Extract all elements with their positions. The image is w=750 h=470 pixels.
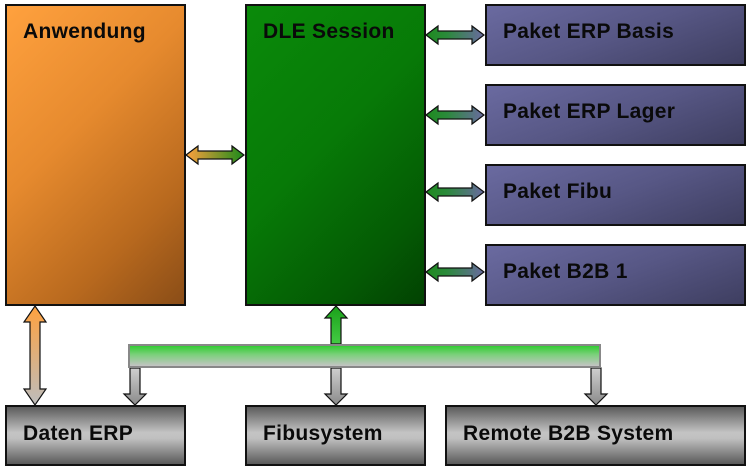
anwendung-label: Anwendung <box>23 20 146 43</box>
system-label: Remote B2B System <box>463 422 674 445</box>
fibusystem-box: Fibusystem <box>245 405 426 466</box>
daten-erp-box: Daten ERP <box>5 405 186 466</box>
arrow-dle-paket <box>425 104 485 126</box>
arrow-dle-paket <box>425 24 485 46</box>
paket-erp-lager-box: Paket ERP Lager <box>485 84 746 146</box>
paket-label: Paket B2B 1 <box>503 260 628 283</box>
arrow-dle-paket <box>425 261 485 283</box>
paket-erp-basis-box: Paket ERP Basis <box>485 4 746 66</box>
arrow-bus-fibusystem <box>323 367 349 406</box>
remote-b2b-system-box: Remote B2B System <box>445 405 746 466</box>
paket-b2b-1-box: Paket B2B 1 <box>485 244 746 306</box>
paket-label: Paket Fibu <box>503 180 613 203</box>
arrow-anwendung-daten-erp <box>22 304 48 407</box>
dle-session-box: DLE Session <box>245 4 426 306</box>
system-label: Fibusystem <box>263 422 383 445</box>
arrow-bus-remote-b2b <box>583 367 609 406</box>
paket-fibu-box: Paket Fibu <box>485 164 746 226</box>
paket-label: Paket ERP Lager <box>503 100 676 123</box>
dle-session-label: DLE Session <box>263 20 395 43</box>
arrow-anwendung-dle <box>185 144 245 166</box>
bus-bar <box>128 344 601 368</box>
arrow-bus-dle <box>323 305 349 345</box>
system-label: Daten ERP <box>23 422 134 445</box>
anwendung-box: Anwendung <box>5 4 186 306</box>
arrow-dle-paket <box>425 181 485 203</box>
arrow-bus-daten-erp <box>122 367 148 406</box>
paket-label: Paket ERP Basis <box>503 20 675 43</box>
